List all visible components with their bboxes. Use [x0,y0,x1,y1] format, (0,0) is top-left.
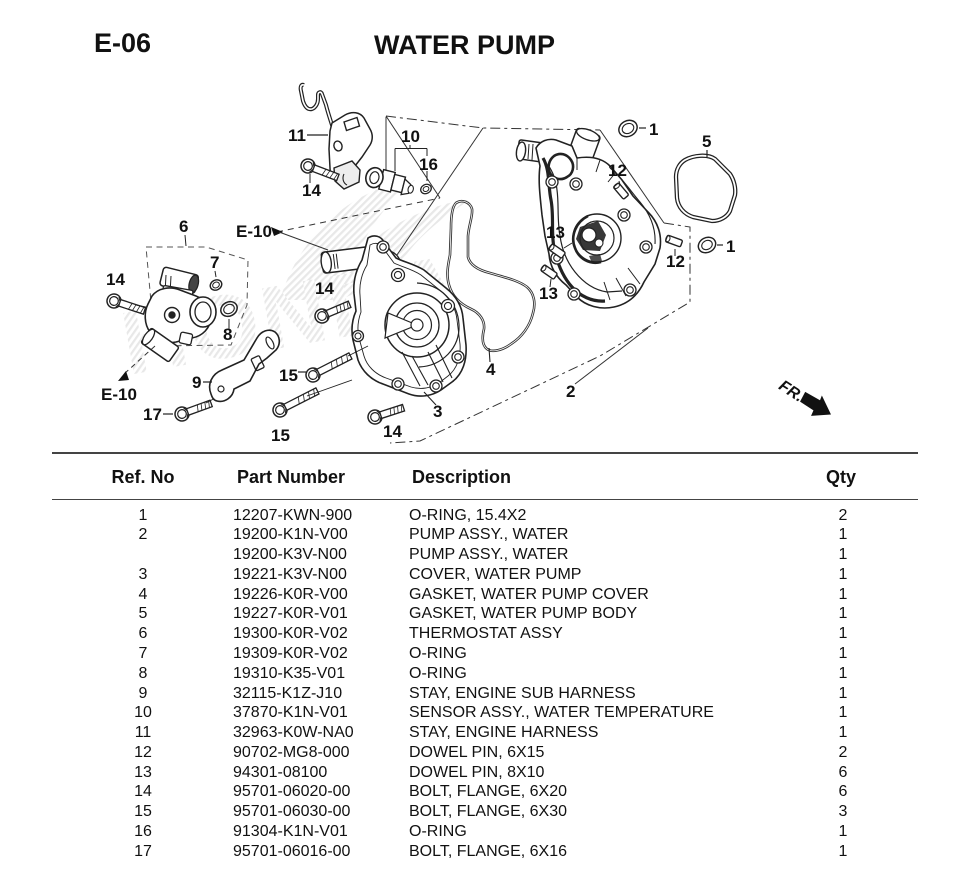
svg-text:15: 15 [279,366,298,385]
svg-text:16: 16 [419,155,438,174]
svg-text:13: 13 [546,223,565,242]
svg-text:3: 3 [433,402,442,421]
svg-text:1: 1 [726,237,735,256]
svg-text:E-10: E-10 [236,222,272,241]
svg-text:17: 17 [143,405,162,424]
svg-text:14: 14 [383,422,402,441]
svg-text:6: 6 [179,217,188,236]
svg-text:13: 13 [539,284,558,303]
svg-text:15: 15 [271,426,290,445]
svg-text:1: 1 [649,120,658,139]
svg-text:7: 7 [210,253,219,272]
svg-text:4: 4 [486,360,496,379]
svg-text:12: 12 [666,252,685,271]
svg-text:14: 14 [302,181,321,200]
svg-text:12: 12 [608,161,627,180]
svg-text:11: 11 [288,126,306,145]
svg-text:9: 9 [192,373,201,392]
svg-text:5: 5 [702,132,711,151]
svg-text:14: 14 [106,270,125,289]
svg-text:8: 8 [223,325,232,344]
svg-text:2: 2 [566,382,575,401]
svg-text:10: 10 [401,127,420,146]
svg-text:E-10: E-10 [101,385,137,404]
svg-text:14: 14 [315,279,334,298]
